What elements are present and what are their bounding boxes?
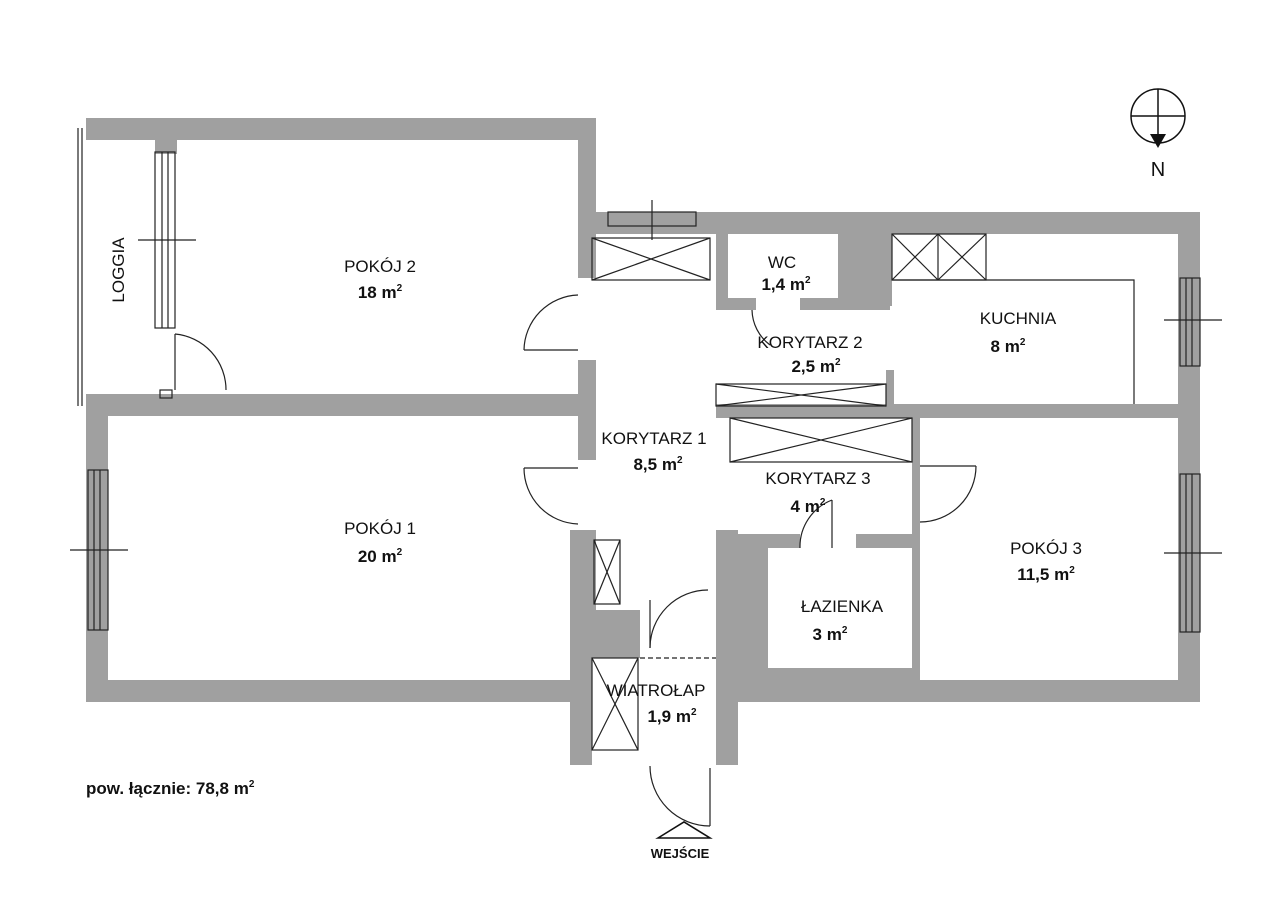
room-area-wiatrolap: 1,9 m2 xyxy=(647,707,697,726)
room-area-wc: 1,4 m2 xyxy=(761,275,811,294)
thin-lines xyxy=(70,128,1222,827)
room-area-lazienka: 3 m2 xyxy=(813,625,848,644)
room-area-korytarz1: 8,5 m2 xyxy=(633,455,683,474)
room-name-pokoj1: POKÓJ 1 xyxy=(344,519,416,538)
entrance-triangle-icon xyxy=(655,821,713,839)
room-name-wiatrolap: WIATROŁAP xyxy=(607,681,706,700)
room-area-pokoj2: 18 m2 xyxy=(358,283,403,302)
room-area-pokoj3: 11,5 m2 xyxy=(1017,565,1075,584)
room-name-lazienka: ŁAZIENKA xyxy=(801,597,884,616)
room-area-korytarz2: 2,5 m2 xyxy=(791,357,841,376)
room-name-korytarz3: KORYTARZ 3 xyxy=(765,469,870,488)
entrance-label: WEJŚCIE xyxy=(651,846,710,861)
loggia-label: LOGGIA xyxy=(109,237,128,303)
north-label: N xyxy=(1151,159,1165,181)
room-area-korytarz3: 4 m2 xyxy=(791,497,826,516)
room-area-kuchnia: 8 m2 xyxy=(991,337,1026,356)
compass-icon xyxy=(1130,88,1186,148)
room-name-pokoj3: POKÓJ 3 xyxy=(1010,539,1082,558)
total-area: pow. łącznie: 78,8 m2 xyxy=(86,779,255,798)
room-name-wc: WC xyxy=(768,253,796,272)
room-name-korytarz1: KORYTARZ 1 xyxy=(601,429,706,448)
room-area-pokoj1: 20 m2 xyxy=(358,547,403,566)
walls xyxy=(86,118,1200,765)
room-name-pokoj2: POKÓJ 2 xyxy=(344,257,416,276)
room-name-kuchnia: KUCHNIA xyxy=(980,309,1057,328)
room-name-korytarz2: KORYTARZ 2 xyxy=(757,333,862,352)
